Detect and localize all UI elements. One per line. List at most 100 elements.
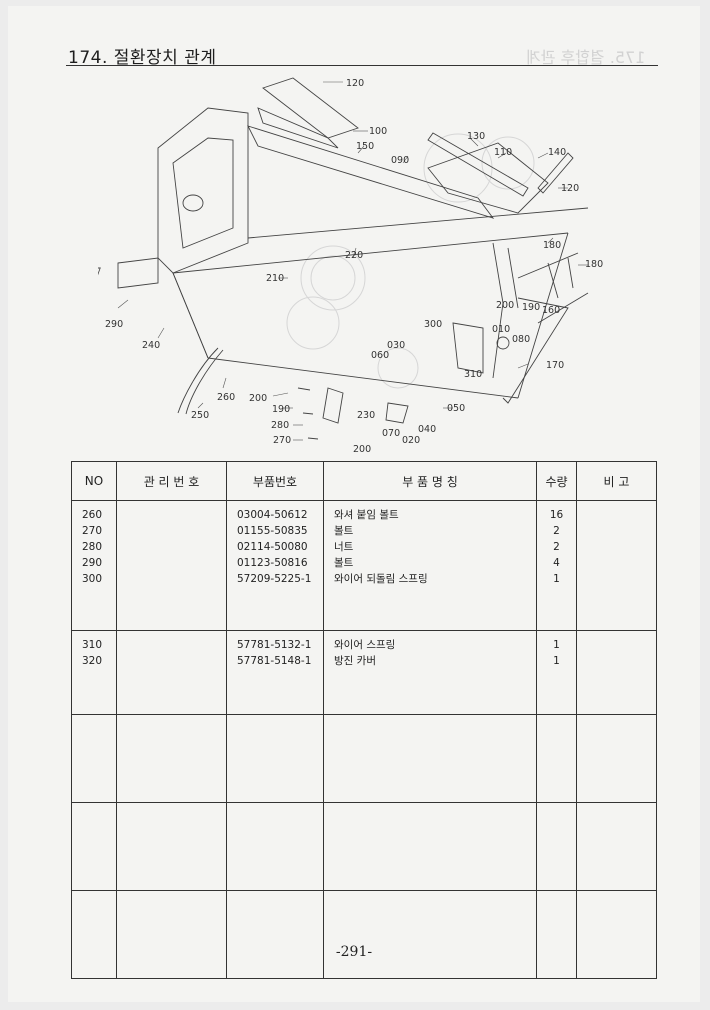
- callout-180b: 180: [585, 259, 603, 270]
- cell-no-value: 310: [82, 639, 103, 651]
- cell-no: 260 270 280 290 300: [71, 500, 117, 631]
- callout-150: 150: [356, 141, 374, 152]
- cell-remark: [576, 802, 657, 891]
- header-part-name: 부 품 명 칭: [323, 461, 537, 501]
- callout-290: 290: [105, 319, 123, 330]
- cell-qty: [536, 802, 577, 891]
- cell-mgmt-number: [116, 714, 227, 803]
- callout-250: 250: [191, 410, 209, 421]
- page-number: -291-: [335, 944, 373, 960]
- cell-qty-value: 2: [553, 525, 560, 537]
- cell-qty-value: 1: [553, 655, 560, 667]
- callout-280: 280: [271, 420, 289, 431]
- callout-260: 260: [217, 392, 235, 403]
- cell-remark-value: [577, 653, 656, 669]
- cell-remark-value: [577, 571, 656, 587]
- parts-drawing: 120 100 130 110 140 150 090 120 180 180 …: [98, 77, 603, 453]
- callout-140: 140: [548, 147, 566, 158]
- cell-part-name-value: 와셔 붙임 볼트: [334, 509, 399, 521]
- cell-part-number: [226, 802, 324, 891]
- callout-270: 270: [273, 435, 291, 446]
- cell-remark: [576, 890, 657, 979]
- callout-070: 070: [382, 428, 400, 439]
- cell-mgmt-number-value: [117, 653, 226, 669]
- header-qty: 수량: [536, 461, 577, 501]
- cell-no: [71, 802, 117, 891]
- callout-020: 020: [402, 435, 420, 446]
- cell-qty-value: 4: [553, 557, 560, 569]
- cell-remark-value: [577, 555, 656, 571]
- header-part-number: 부품번호: [226, 461, 324, 501]
- cell-remark: [576, 714, 657, 803]
- table-row-group: [71, 714, 657, 803]
- callout-130: 130: [467, 131, 485, 142]
- cell-remark-value: [577, 637, 656, 653]
- cell-part-number-value: 01123-50816: [237, 557, 308, 569]
- callout-080: 080: [512, 334, 530, 345]
- callout-200b: 200: [249, 393, 267, 404]
- callout-200a: 200: [496, 300, 514, 311]
- callout-190b: 190: [272, 404, 290, 415]
- callout-090: 090: [391, 155, 409, 166]
- cell-part-number-value: 57781-5132-1: [237, 639, 312, 651]
- callout-030: 030: [387, 340, 405, 351]
- header-remark: 비 고: [576, 461, 657, 501]
- cell-mgmt-number-value: [117, 555, 226, 571]
- callout-100: 100: [369, 126, 387, 137]
- cell-no-value: 280: [82, 541, 103, 553]
- cell-no-value: 290: [82, 557, 103, 569]
- cell-no: [71, 714, 117, 803]
- callout-010: 010: [492, 324, 510, 335]
- table-row-group: [71, 890, 657, 979]
- cell-qty: [536, 890, 577, 979]
- section-title: 174. 절환장치 관계: [68, 48, 217, 68]
- cell-part-name-value: 와이어 되돌림 스프링: [334, 573, 428, 585]
- callout-110: 110: [494, 147, 512, 158]
- cell-no-value: 300: [82, 573, 103, 585]
- callout-160: 160: [542, 305, 560, 316]
- cell-qty-value: 16: [549, 509, 564, 521]
- callout-labels: 120 100 130 110 140 150 090 120 180 180 …: [105, 78, 603, 453]
- cell-qty-value: 1: [553, 639, 560, 651]
- callout-190a: 190: [522, 302, 540, 313]
- header-no: NO: [71, 461, 117, 501]
- cell-part-name: [323, 802, 537, 891]
- cell-part-name-value: 와이어 스프링: [334, 639, 396, 651]
- callout-180a: 180: [543, 240, 561, 251]
- cell-part-name-value: 볼트: [334, 525, 354, 537]
- cell-remark-value: [577, 507, 656, 523]
- callout-040: 040: [418, 424, 436, 435]
- cell-qty-value: 2: [553, 541, 560, 553]
- cell-no-value: 270: [82, 525, 103, 537]
- cell-no-value: 260: [82, 509, 103, 521]
- callout-170: 170: [546, 360, 564, 371]
- cell-mgmt-number-value: [117, 637, 226, 653]
- cell-part-number: [226, 714, 324, 803]
- callout-120b: 120: [561, 183, 579, 194]
- callout-240: 240: [142, 340, 160, 351]
- cell-part-name-value: 방진 카버: [334, 655, 376, 667]
- cell-mgmt-number-value: [117, 571, 226, 587]
- cell-no-value: 320: [82, 655, 103, 667]
- document-page: 175. 결합후 관계 174. 절환장치 관계: [8, 6, 700, 1002]
- cell-remark-value: [577, 539, 656, 555]
- cell-mgmt-number-value: [117, 539, 226, 555]
- callout-120a: 120: [346, 78, 364, 89]
- callout-300: 300: [424, 319, 442, 330]
- cell-part-number-value: 57209-5225-1: [237, 573, 312, 585]
- cell-part-number: [226, 890, 324, 979]
- cell-mgmt-number: [116, 630, 227, 715]
- cell-part-name-value: 너트: [334, 541, 354, 553]
- cell-part-number-value: 01155-50835: [237, 525, 308, 537]
- cell-no: [71, 890, 117, 979]
- callout-200c: 200: [353, 444, 371, 453]
- cell-remark-value: [577, 523, 656, 539]
